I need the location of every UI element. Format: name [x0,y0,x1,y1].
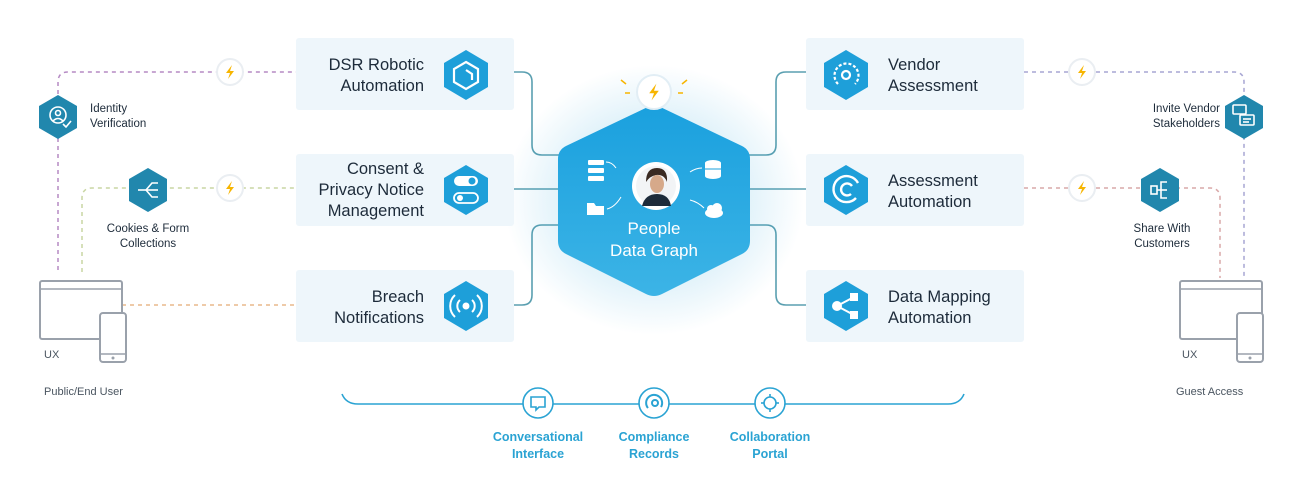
card-label-line: Assessment [888,172,978,190]
card-vendor-label: Vendor Assessment [888,55,978,97]
share-label-line: Share With [1133,223,1191,235]
ux-label-left: UX [44,349,60,361]
card-label-line: Management [327,202,424,220]
card-label-line: Automation [340,77,424,95]
bottom-label-line: Portal [752,447,788,461]
card-vendor[interactable] [806,38,1024,110]
card-label-line: Breach [371,288,424,306]
card-mapping[interactable] [806,270,1024,342]
card-label-line: Consent & [346,160,424,178]
bottom-compliance[interactable] [638,387,670,419]
center-label: People Data Graph [594,218,714,262]
card-label-line: Assessment [888,77,978,95]
card-consent[interactable] [296,154,514,226]
card-assessment[interactable] [806,154,1024,226]
invite-vendor-label: Invite Vendor Stakeholders [1120,102,1220,132]
card-label-line: Automation [888,193,972,211]
center-label-line: People [627,219,681,238]
share-customers-label: Share With Customers [1112,222,1212,252]
left-devices [39,280,127,363]
card-mapping-label: Data Mapping Automation [888,287,991,329]
invite-dashed-line [1024,71,1245,278]
conversational-label: Conversational Interface [478,429,598,463]
center-label-line: Data Graph [610,241,698,260]
public-end-user-label: Public/End User [44,386,123,398]
bolt-icon [1068,174,1096,202]
ux-label-right: UX [1182,349,1198,361]
bottom-conversational[interactable] [522,387,554,419]
bottom-label-line: Interface [511,447,565,461]
person-avatar-icon [632,162,680,210]
identity-label-line: Identity [90,103,128,115]
bolt-icon [216,58,244,86]
card-label-line: Automation [888,309,972,327]
share-customers-node[interactable] [1141,168,1179,212]
card-breach-label: Breach Notifications [334,287,424,329]
bottom-label-line: Conversational [492,430,584,444]
database-icon [689,160,721,179]
bottom-collaboration[interactable] [754,387,786,419]
records-icon [645,393,664,409]
invite-vendor-node[interactable] [1225,95,1263,139]
identity-icon [49,106,72,129]
center-bolt-badge [620,74,688,110]
bolt-icon [1068,58,1096,86]
share-tree-icon [1150,181,1167,199]
chat-boxes-icon [1232,104,1255,126]
bottom-label-line: Records [628,447,680,461]
card-breach[interactable] [296,270,514,342]
invite-label-line: Stakeholders [1152,118,1220,130]
card-label-line: Notifications [334,309,424,327]
bolt-badges [216,58,1096,202]
card-label-line: Privacy Notice [318,181,424,199]
identity-verification-node[interactable] [39,95,77,139]
collaboration-label: Collaboration Portal [710,429,830,463]
card-dsr-label: DSR Robotic Automation [329,55,424,97]
cookies-label-line: Cookies & Form [106,223,190,235]
card-label-line: Data Mapping [888,288,991,306]
cookies-dashed-line [81,187,296,272]
card-assessment-label: Assessment Automation [888,171,978,213]
gauge-icon [833,62,860,85]
bottom-label-line: Collaboration [729,430,811,444]
guest-access-label: Guest Access [1176,386,1244,398]
left-connectors [57,71,296,306]
identity-label: Identity Verification [90,102,146,132]
broadcast-icon [449,294,483,318]
portal-icon [761,394,779,412]
bottom-label-line: Compliance [618,430,690,444]
robotic-hexagon-icon [452,60,480,91]
card-consent-label: Consent & Privacy Notice Management [319,159,424,222]
share-dashed-line [1024,187,1221,278]
identity-label-line: Verification [90,118,147,130]
cycle-icon [832,174,860,204]
chat-icon [530,396,546,412]
share-label-line: Customers [1134,238,1190,250]
right-devices [1179,280,1264,363]
cookies-label-line: Collections [119,238,177,250]
folder-icon [587,196,622,215]
share-nodes-icon [832,293,858,319]
server-icon [588,160,617,181]
bolt-icon [216,174,244,202]
card-label-line: DSR Robotic [328,56,424,74]
right-connectors [1024,71,1245,278]
people-data-graph[interactable] [504,65,804,335]
cookies-node[interactable] [129,168,167,212]
card-dsr[interactable] [296,38,514,110]
cloud-icon [689,199,723,218]
invite-label-line: Invite Vendor [1152,103,1220,115]
flow-split-icon [138,182,158,198]
toggle-icon [453,176,479,204]
card-label-line: Vendor [888,56,941,74]
compliance-label: Compliance Records [594,429,714,463]
cookies-label: Cookies & Form Collections [98,222,198,252]
